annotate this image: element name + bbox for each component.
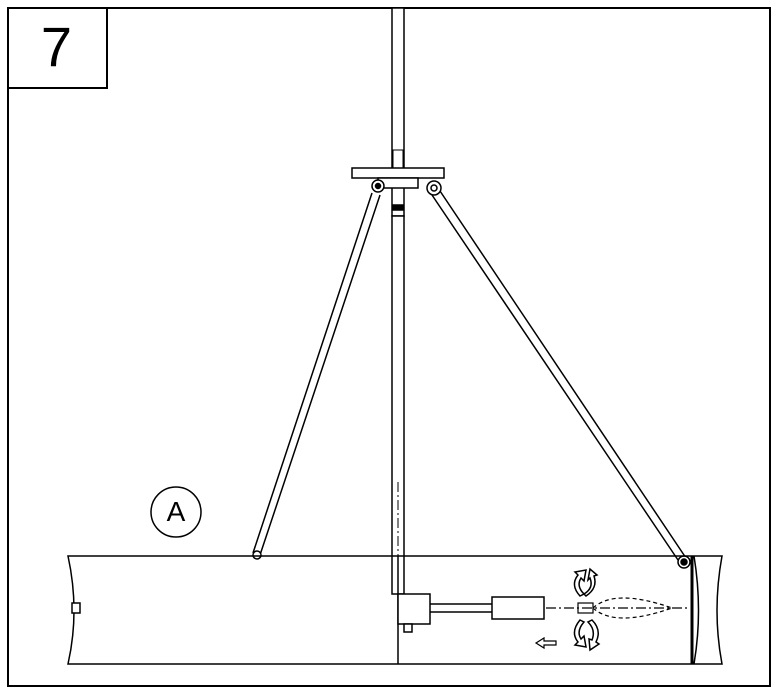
push-arrow-icon (534, 636, 557, 650)
step-number: 7 (40, 15, 73, 78)
rotate-arrow-top-icon (573, 567, 599, 597)
callout-label-a: A (166, 496, 186, 527)
socket-arm (397, 593, 545, 633)
callout-circle (150, 486, 202, 538)
suspension-arm-right (431, 190, 691, 569)
bulb-outline (546, 597, 690, 619)
rotate-arrow-bottom-icon (573, 619, 601, 652)
hub-plate (351, 167, 445, 196)
step-number-box (7, 7, 108, 89)
suspension-arm-left (252, 192, 381, 560)
diagram-frame (7, 7, 771, 687)
